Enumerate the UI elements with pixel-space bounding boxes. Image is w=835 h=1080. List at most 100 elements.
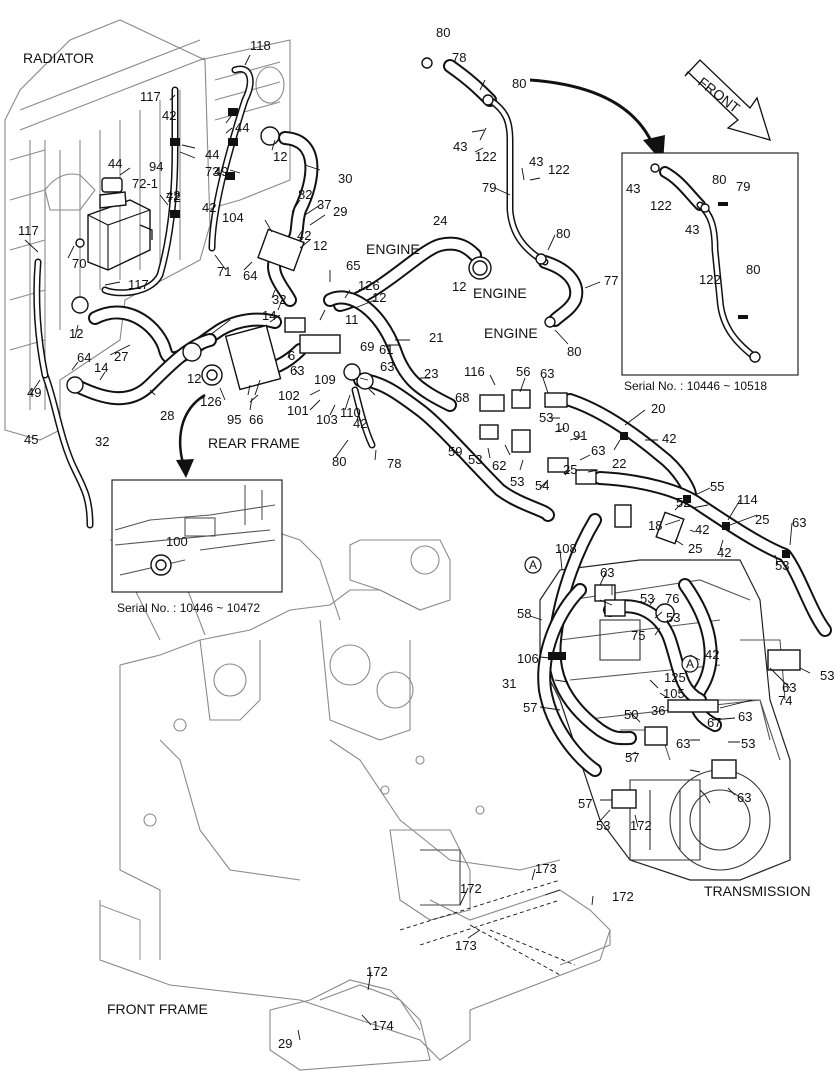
- part-number-label: 37: [317, 197, 331, 212]
- part-number-label: 49: [27, 385, 41, 400]
- part-number-label: 42: [662, 431, 676, 446]
- part-number-label: 71: [217, 264, 231, 279]
- part-number-label: 122: [650, 198, 672, 213]
- part-number-label: 63: [676, 736, 690, 751]
- part-number-label: 74: [778, 693, 792, 708]
- part-number-label: 55: [710, 479, 724, 494]
- part-number-label: 110: [340, 405, 361, 420]
- part-number-label: 42: [717, 545, 731, 560]
- part-number-label: 43: [453, 139, 467, 154]
- part-number-label: 58: [517, 606, 531, 621]
- clamps: [170, 108, 790, 660]
- inset-right: [621, 152, 799, 376]
- part-number-label: 53: [775, 558, 789, 573]
- callout-a-2: A: [681, 655, 699, 673]
- part-number-label: 61: [379, 342, 393, 357]
- part-number-label: 80: [512, 76, 526, 91]
- serial-note-left: Serial No. : 10446 ~ 10472: [117, 601, 260, 615]
- part-number-label: 12: [187, 371, 201, 386]
- part-number-label: 42: [353, 416, 367, 431]
- part-number-label: 23: [424, 366, 438, 381]
- part-number-label: 173: [535, 861, 557, 876]
- part-number-label: 22: [612, 456, 626, 471]
- part-number-label: 25: [563, 462, 577, 477]
- part-number-label: 104: [222, 210, 244, 225]
- part-number-label: 64: [243, 268, 257, 283]
- part-number-label: 172: [366, 964, 388, 979]
- part-number-label: 173: [455, 938, 477, 953]
- inset-pointer-arrow: [176, 78, 665, 478]
- part-number-label: 52: [676, 495, 690, 510]
- part-number-label: 95: [227, 412, 241, 427]
- part-number-label: 80: [332, 454, 346, 469]
- part-number-label: 114: [737, 492, 758, 507]
- part-number-label: 78: [387, 456, 401, 471]
- part-number-label: 31: [502, 676, 516, 691]
- part-number-label: 21: [429, 330, 443, 345]
- part-number-label: 53: [468, 452, 482, 467]
- part-number-label: 54: [535, 478, 549, 493]
- part-number-label: 117: [140, 89, 161, 104]
- part-number-label: 101: [287, 403, 309, 418]
- part-number-label: 63: [782, 680, 796, 695]
- part-number-label: 117: [128, 277, 149, 292]
- label-engine-3: ENGINE: [484, 325, 538, 341]
- part-number-label: 12: [452, 279, 466, 294]
- part-number-label: 102: [278, 388, 300, 403]
- part-number-label: 62: [492, 458, 506, 473]
- part-number-label: 94: [149, 159, 163, 174]
- part-number-label: 49: [214, 164, 228, 179]
- part-number-label: 57: [578, 796, 592, 811]
- part-number-label: 63: [792, 515, 806, 530]
- part-number-label: 42: [202, 200, 216, 215]
- transmission-hoses: [323, 290, 832, 777]
- part-number-label: 53: [666, 610, 680, 625]
- part-number-label: 80: [556, 226, 570, 241]
- part-number-label: 56: [516, 364, 530, 379]
- part-number-label: 50: [624, 707, 638, 722]
- part-number-label: 36: [651, 703, 665, 718]
- part-number-label: 65: [346, 258, 360, 273]
- part-number-label: 42: [695, 522, 709, 537]
- part-number-label: 12: [372, 290, 386, 305]
- part-number-label: 59: [448, 444, 462, 459]
- part-number-label: 25: [688, 541, 702, 556]
- part-number-label: 12: [273, 149, 287, 164]
- part-number-label: 63: [540, 366, 554, 381]
- part-number-label: 29: [333, 204, 347, 219]
- part-number-label: 126: [358, 278, 380, 293]
- part-number-label: 117: [18, 223, 39, 238]
- part-number-label: 63: [737, 790, 751, 805]
- part-number-label: 174: [372, 1018, 394, 1033]
- part-number-label: 79: [736, 179, 750, 194]
- part-number-label: 80: [436, 25, 450, 40]
- part-number-label: 63: [380, 359, 394, 374]
- part-number-label: 42: [705, 647, 719, 662]
- part-number-label: 44: [235, 120, 249, 135]
- label-transmission: TRANSMISSION: [704, 883, 811, 899]
- part-number-label: 14: [94, 360, 108, 375]
- part-number-label: 43: [626, 181, 640, 196]
- part-number-label: 53: [741, 736, 755, 751]
- part-number-label: 29: [278, 1036, 292, 1051]
- part-number-label: 32: [272, 292, 286, 307]
- part-number-label: 27: [114, 349, 128, 364]
- part-number-label: 78: [452, 50, 466, 65]
- inset-left: [111, 479, 283, 593]
- part-number-label: 70: [72, 256, 86, 271]
- part-number-label: 122: [548, 162, 570, 177]
- part-number-label: 24: [433, 213, 447, 228]
- part-number-label: 6: [288, 348, 295, 363]
- part-number-label: 122: [475, 149, 497, 164]
- part-number-label: 11: [345, 312, 359, 327]
- part-number-label: 82: [298, 187, 312, 202]
- part-number-label: 53: [820, 668, 834, 683]
- svg-text:A: A: [529, 558, 537, 572]
- part-number-label: 108: [555, 541, 577, 556]
- part-number-label: 109: [314, 372, 336, 387]
- part-number-label: 68: [455, 390, 469, 405]
- part-number-label: 80: [567, 344, 581, 359]
- part-number-label: 105: [663, 686, 685, 701]
- part-number-label: 53: [596, 818, 610, 833]
